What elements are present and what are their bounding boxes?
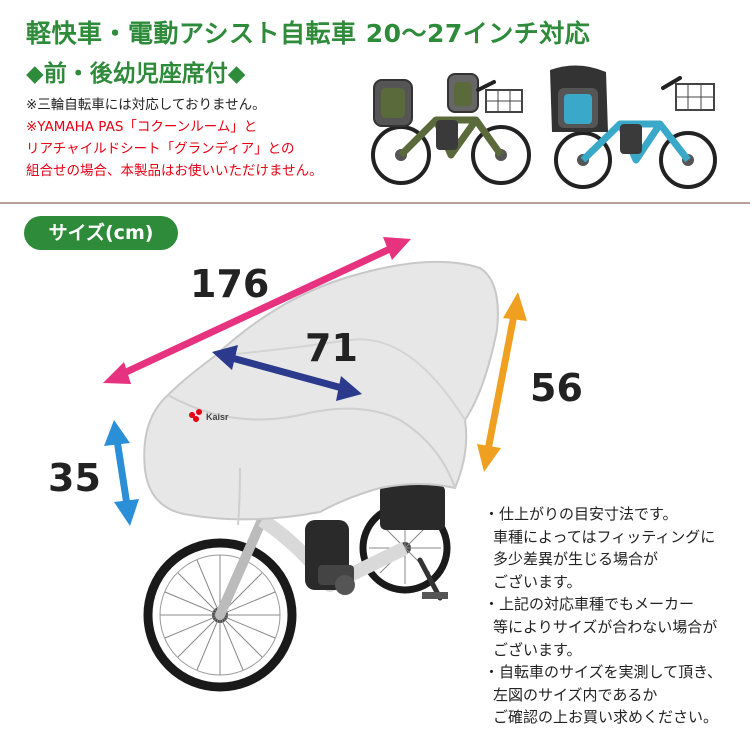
note-line: ・仕上がりの目安寸法です。 [484,505,678,523]
olive-bike-image [371,73,531,185]
note-yamaha-2: リアチャイルドシート「グランディア」との [26,141,295,157]
note-line: 車種によってはフィッティングに [493,527,716,546]
length-arrow [103,237,411,384]
width-label: 71 [305,326,358,370]
rear-height-arrow [477,292,527,472]
note-line: ございます。 [493,640,582,659]
note-tricycle: ※三輪自転車には対応しておりません。 [26,97,266,113]
front-height-label: 35 [48,456,101,500]
note-yamaha-3: 組合せの場合、本製品はお使いいただけません。 [26,163,323,179]
note-line: 等によりサイズが合わない場合が [493,617,718,636]
note-line: 多少差異が生じる場合が [493,550,659,569]
size-notes: ・仕上がりの目安寸法です。 車種によってはフィッティングに 多少差異が生じる場合… [484,503,744,729]
section-divider [0,202,750,204]
cover-illustration: Kaisr [103,237,527,692]
blue-bike-image [550,65,717,189]
rear-height-label: 56 [530,366,583,410]
length-label: 176 [190,262,270,306]
page-subtitle: ◆前・後幼児座席付◆ [26,61,246,87]
brand-logo-text: Kaisr [206,412,229,422]
page-title: 軽快車・電動アシスト自転車 20〜27インチ対応 [26,19,591,48]
note-line: 左図のサイズ内であるか [493,685,658,704]
note-yamaha-1: ※YAMAHA PAS「コクーンルーム」と [26,119,258,135]
note-line: ご確認の上お買い求めください。 [493,708,719,727]
brand-logo: Kaisr [189,409,229,422]
front-height-arrow [104,420,139,526]
note-line: ・自転車のサイズを実測して頂き、 [484,663,723,682]
size-badge: サイズ(cm) [24,216,178,250]
bicycle-frame [143,485,451,692]
note-line: ございます。 [493,572,582,591]
compatibility-notes: ※三輪自転車には対応しておりません。 ※YAMAHA PAS「コクーンルーム」と… [26,94,366,182]
note-line: ・上記の対応車種でもメーカー [484,595,695,614]
width-arrow [212,345,362,401]
